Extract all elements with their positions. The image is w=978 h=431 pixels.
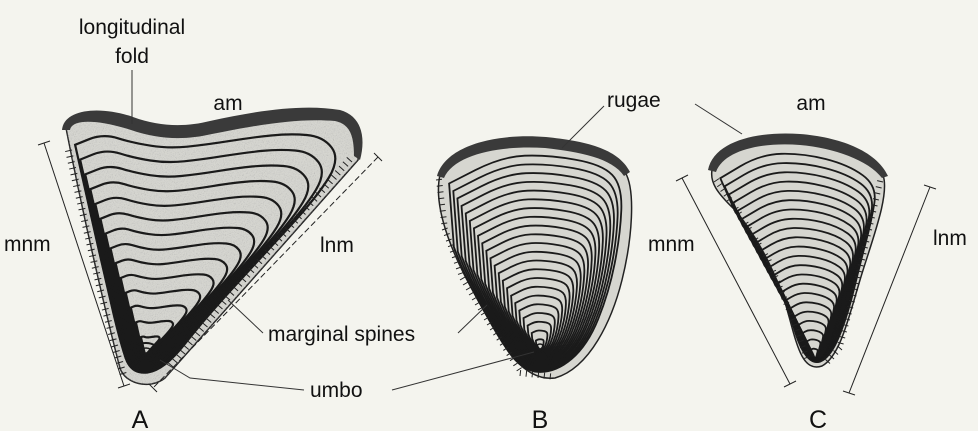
umbo-leader-a <box>160 360 304 390</box>
marginal-spine <box>439 204 445 205</box>
figure-label-c: C <box>809 406 827 431</box>
marginal-spine <box>532 371 533 377</box>
label-lnm-c: lnm <box>933 227 967 250</box>
marginal-spine <box>544 373 545 379</box>
label-fold: fold <box>115 45 149 68</box>
marginal-spine <box>538 372 539 378</box>
label-am-a: am <box>213 92 242 115</box>
marginal-spine <box>526 371 527 377</box>
lnm-c-tick-top <box>924 185 936 189</box>
marginal-spine <box>469 292 474 295</box>
mnm-c-tick-bottom <box>784 381 796 387</box>
label-lnm-a: lnm <box>320 234 354 257</box>
marginal-spine <box>838 346 842 350</box>
marginal-spine <box>463 282 468 285</box>
marginal-spine <box>438 198 444 199</box>
lnm-c-tick-bottom <box>843 391 855 395</box>
marginal-spine <box>466 287 471 290</box>
marginal-spine <box>441 223 447 224</box>
marginal-spine <box>440 211 446 212</box>
label-longitudinal: longitudinal <box>79 16 185 39</box>
marginal-spine <box>441 217 447 218</box>
marginal-spine <box>436 179 442 180</box>
shell-b <box>436 136 632 379</box>
rugae-leader-b <box>562 106 604 148</box>
figure-label-a: A <box>132 406 149 431</box>
marginal-spine <box>520 370 521 376</box>
marginal-spine <box>460 277 465 280</box>
label-umbo: umbo <box>310 379 363 402</box>
label-am-c: am <box>796 92 825 115</box>
mnm-c-tick-top <box>676 175 688 181</box>
umbo-leader-b <box>392 352 534 390</box>
label-mnm-c: mnm <box>648 233 695 256</box>
label-mnm-a: mnm <box>4 233 51 256</box>
label-marginal-spines: marginal spines <box>268 323 415 346</box>
shell-c <box>708 133 888 367</box>
rugae-leader-c <box>695 104 742 134</box>
label-rugae: rugae <box>607 89 661 112</box>
marginal-spines-leader-b <box>458 305 487 333</box>
marginal-spine <box>438 192 444 193</box>
figure-label-b: B <box>532 406 549 431</box>
marginal-spines-leader-a <box>228 300 263 333</box>
marginal-spine <box>550 373 551 379</box>
marginal-spine <box>513 363 518 366</box>
marginal-spine <box>437 186 443 187</box>
